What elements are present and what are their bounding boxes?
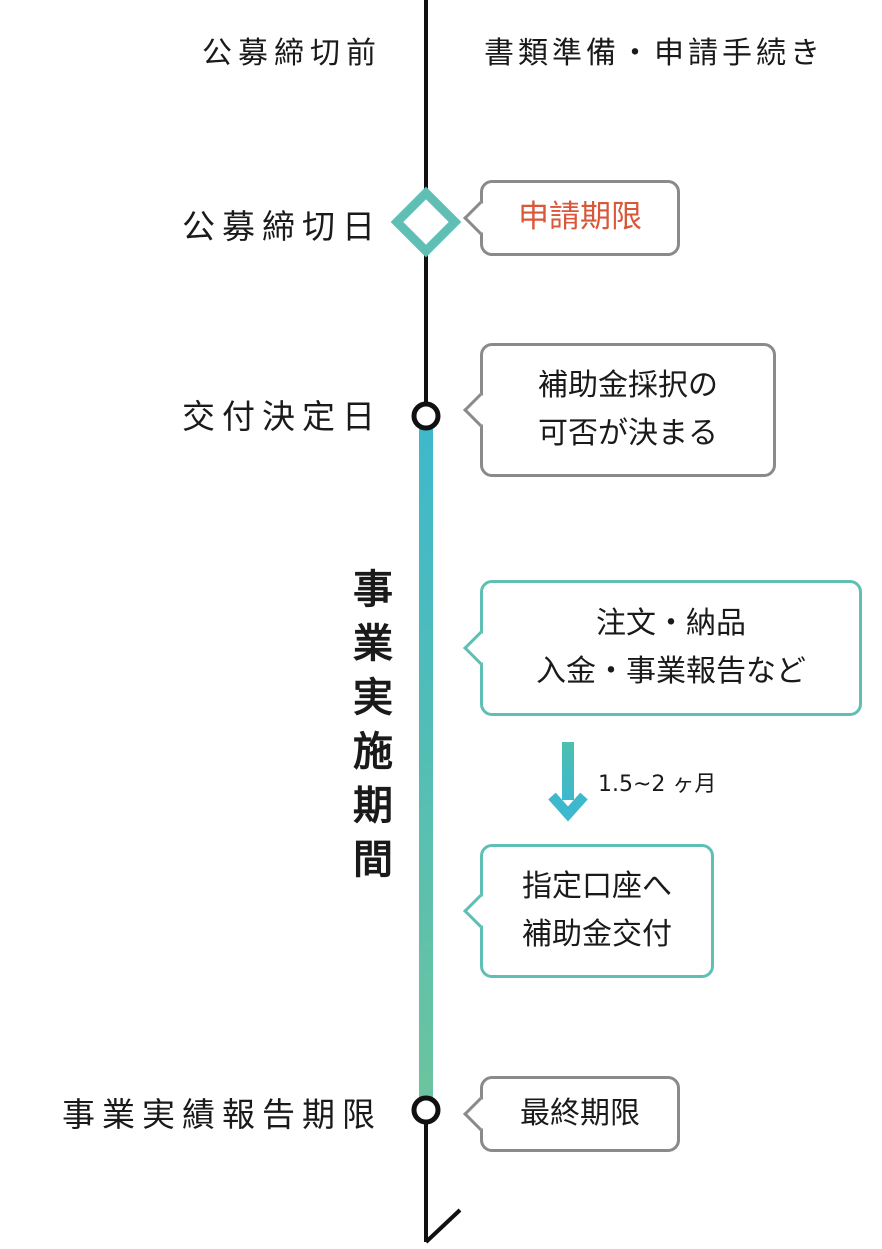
duration-label: 1.5~2 ヶ月 [598, 772, 717, 797]
payment-note-bubble: 指定口座へ 補助金交付 [463, 844, 714, 978]
report-note-bubble: 最終期限 [463, 1076, 680, 1152]
report-circle-marker [411, 1095, 441, 1125]
decision-note-text: 補助金採択の 可否が決まる [538, 368, 718, 451]
payment-note-text: 指定口座へ 補助金交付 [522, 869, 672, 952]
report-note-text: 最終期限 [520, 1096, 640, 1131]
timeline-break-mark [424, 1208, 462, 1244]
deadline-diamond-marker [390, 186, 462, 258]
decision-date-label: 交付決定日 [182, 397, 382, 436]
implementation-period-bar [419, 416, 433, 1110]
before-deadline-label: 公募締切前 [202, 36, 382, 71]
report-deadline-label: 事業実績報告期限 [62, 1095, 382, 1134]
deadline-note-text: 申請期限 [518, 199, 642, 236]
down-arrow-icon [548, 742, 588, 822]
preparation-note: 書類準備・申請手続き [484, 36, 824, 71]
deadline-date-label: 公募締切日 [182, 207, 382, 246]
implementation-period-label: 事業実施期間 [346, 568, 392, 892]
decision-note-bubble: 補助金採択の 可否が決まる [463, 343, 776, 477]
order-note-text: 注文・納品 入金・事業報告など [536, 606, 806, 689]
order-note-bubble: 注文・納品 入金・事業報告など [463, 580, 862, 716]
deadline-note-bubble: 申請期限 [463, 180, 680, 256]
decision-circle-marker [411, 401, 441, 431]
